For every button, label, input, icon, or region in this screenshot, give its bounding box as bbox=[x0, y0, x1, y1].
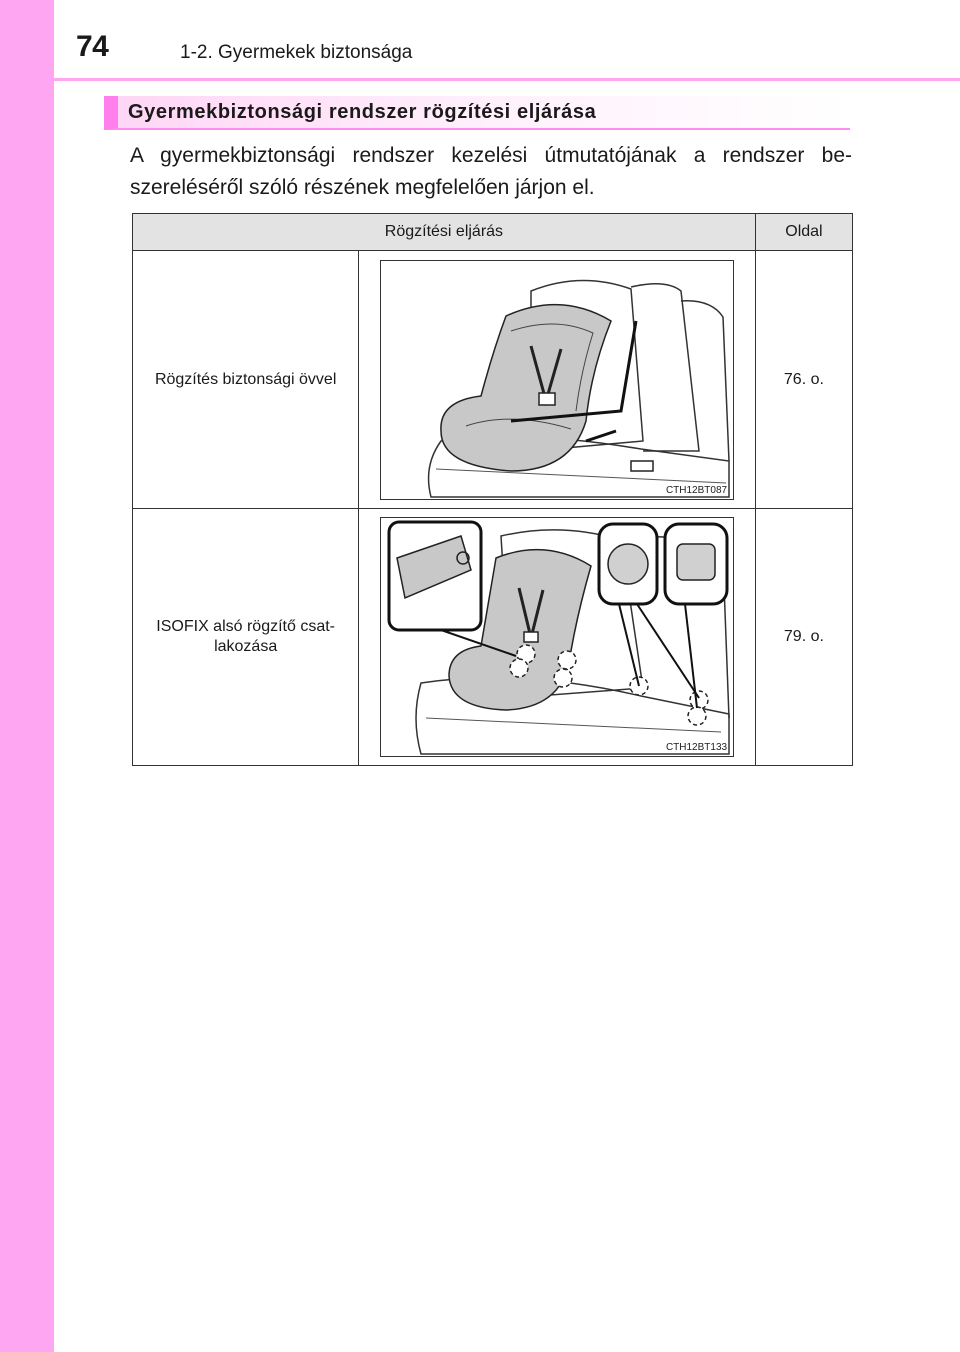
figure-cell: CTH12BT133 bbox=[358, 508, 756, 766]
seatbelt-illustration: CTH12BT087 bbox=[380, 259, 735, 500]
figure-code: CTH12BT087 bbox=[665, 484, 728, 496]
page-number: 74 bbox=[76, 30, 109, 63]
table-row: Rögzítés biztonsági övvel bbox=[131, 250, 854, 509]
header-page: Oldal bbox=[754, 213, 854, 251]
section-heading-text: Gyermekbiztonsági rendszer rögzítési elj… bbox=[128, 101, 597, 123]
child-seat-seatbelt-drawing bbox=[427, 279, 730, 498]
header-rule bbox=[54, 78, 960, 81]
method-cell: ISOFIX alsó rögzítő csat-lakozása bbox=[131, 508, 360, 766]
figure-code: CTH12BT133 bbox=[665, 742, 728, 753]
table-row: ISOFIX alsó rögzítő csat-lakozása bbox=[131, 508, 854, 766]
isofix-illustration: CTH12BT133 bbox=[380, 517, 735, 757]
intro-paragraph: A gyermekbiztonsági rendszer kezelési út… bbox=[130, 144, 852, 199]
page-cell: 79. o. bbox=[754, 508, 854, 766]
method-label: ISOFIX alsó rögzítő csat-lakozása bbox=[156, 618, 336, 655]
table-header-row: Rögzítési eljárás Oldal bbox=[132, 213, 854, 251]
method-label: Rögzítés biztonsági övvel bbox=[154, 370, 337, 388]
method-cell: Rögzítés biztonsági övvel bbox=[131, 250, 360, 509]
side-color-band bbox=[0, 0, 54, 1352]
child-seat-isofix-drawing bbox=[387, 520, 730, 755]
procedure-table: Rögzítési eljárás Oldal Rögzítés biztons… bbox=[131, 213, 854, 766]
section-heading: Gyermekbiztonsági rendszer rögzítési elj… bbox=[104, 96, 850, 130]
page-cell: 76. o. bbox=[754, 250, 854, 509]
chapter-title: 1-2. Gyermekek biztonsága bbox=[180, 42, 413, 63]
header-method: Rögzítési eljárás bbox=[132, 213, 756, 251]
figure-cell: CTH12BT087 bbox=[358, 250, 756, 509]
